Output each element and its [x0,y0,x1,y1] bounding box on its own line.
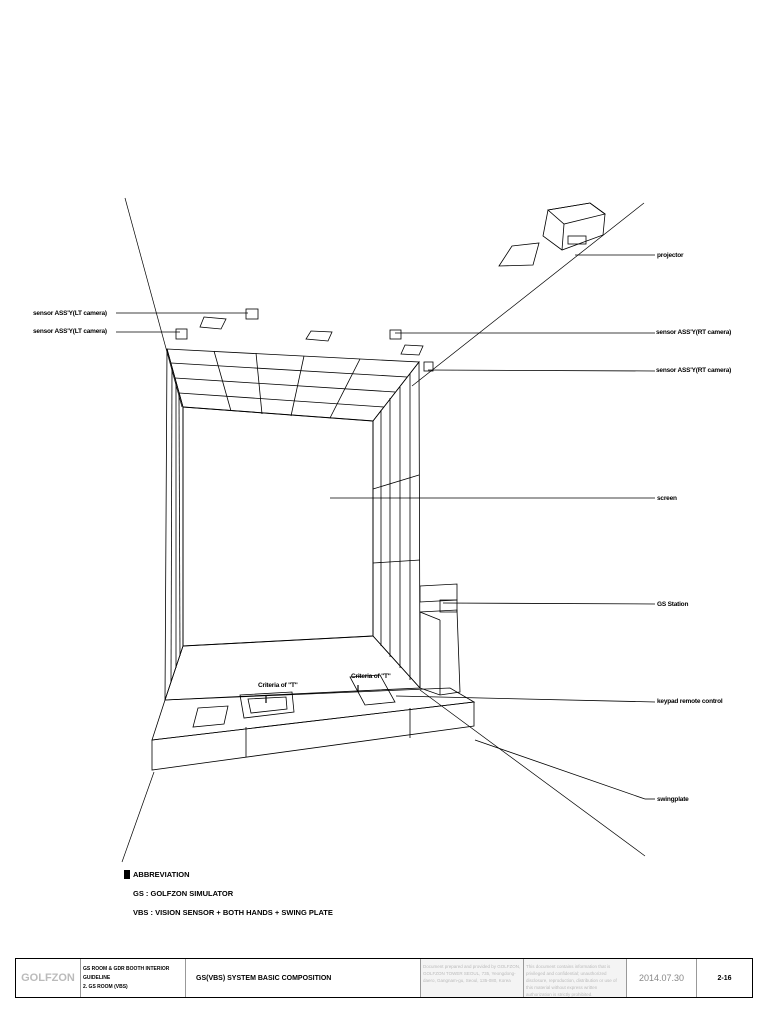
label-keypad: keypad remote control [657,698,723,705]
guideline-title: GS ROOM & GDR BOOTH INTERIOR GUIDELINE [83,966,170,981]
label-sensor-rt-1: sensor ASS'Y(RT camera) [656,329,732,336]
sheet-date: 2014.07.30 [627,959,697,997]
criteria-markers [265,685,359,703]
sheet-title: GS(VBS) SYSTEM BASIC COMPOSITION [186,959,421,997]
screen-surface [182,406,374,647]
abbreviation-legend: ABBREVIATION GS : GOLFZON SIMULATOR VBS … [124,870,333,927]
label-projector: projector [657,252,684,259]
gs-station-cabinet [419,583,461,696]
label-criteria-1: Criteria of "T" [258,682,298,689]
guideline-info: GS ROOM & GDR BOOTH INTERIOR GUIDELINE 2… [81,959,186,997]
legend-gs: GS : GOLFZON SIMULATOR [133,889,234,898]
document-note-2: This document contains information that … [524,959,627,997]
title-block: GOLFZON GS ROOM & GDR BOOTH INTERIOR GUI… [15,958,753,998]
label-gs-station: GS Station [657,601,689,608]
projector-unit [498,202,606,267]
perspective-guide-lines [121,197,646,863]
document-note-1: Document prepared and provided by GOLFZO… [421,959,524,997]
floor [164,635,421,701]
label-screen: screen [657,495,677,502]
swing-platform [151,674,476,771]
label-sensor-lt-1: sensor ASS'Y(LT camera) [33,310,107,317]
label-sensor-rt-2: sensor ASS'Y(RT camera) [656,367,732,374]
company-logo: GOLFZON [16,959,81,997]
label-criteria-2: Criteria of "T" [351,673,391,680]
legend-heading: ABBREVIATION [133,870,190,879]
leader-lines [116,254,656,800]
page-number: 2-16 [717,974,732,982]
ceiling-sensors [175,308,434,372]
legend-square-icon [124,870,130,879]
label-sensor-lt-2: sensor ASS'Y(LT camera) [33,328,107,335]
legend-vbs: VBS : VISION SENSOR + BOTH HANDS + SWING… [133,908,333,917]
guideline-section: 2. GS ROOM (VBS) [83,984,128,990]
label-swingplate: swingplate [657,796,689,803]
right-wall [372,360,421,690]
